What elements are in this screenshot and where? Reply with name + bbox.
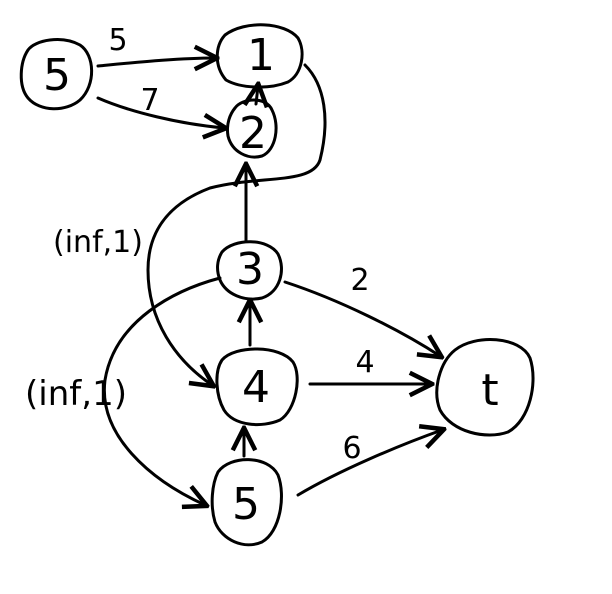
node-5: 5	[210, 458, 283, 547]
node-source-left: 5	[19, 38, 94, 111]
node-sink-outline	[435, 338, 535, 437]
node-sink-t: t	[435, 338, 535, 437]
edge-label-5-to-t: 6	[342, 431, 361, 466]
edge-s-to-2	[96, 96, 224, 128]
node-2-label: 2	[239, 108, 267, 159]
edge-2-to-1	[256, 86, 258, 104]
node-2: 2	[226, 98, 278, 159]
node-4-outline	[215, 347, 299, 427]
edge-label-s-to-2: 7	[140, 83, 159, 118]
edge-label-3-to-t: 2	[350, 263, 369, 298]
node-sink-label: t	[481, 365, 498, 416]
edge-label-4-to-t: 4	[355, 345, 374, 380]
node-3-label: 3	[236, 244, 264, 295]
node-source-left-label: 5	[43, 50, 71, 101]
node-1: 1	[215, 23, 304, 89]
edge-label-s-to-1: 5	[108, 23, 127, 58]
edge-s-to-1	[96, 58, 215, 66]
node-1-label: 1	[247, 30, 275, 81]
edge-1-to-4	[146, 63, 327, 385]
edge-label-3-to-5: (inf,1)	[25, 374, 127, 414]
edge-3-to-5	[102, 276, 222, 505]
node-1-outline	[215, 23, 304, 89]
node-source-left-outline	[19, 38, 94, 111]
node-3: 3	[216, 240, 283, 301]
edge-label-1-to-4: (inf,1)	[53, 225, 143, 260]
node-5-outline	[210, 458, 283, 547]
edge-3-to-t	[283, 280, 440, 356]
node-4-label: 4	[242, 362, 270, 413]
node-5-label: 5	[232, 479, 260, 530]
edge-5-to-t	[296, 430, 442, 497]
node-4: 4	[215, 347, 299, 427]
